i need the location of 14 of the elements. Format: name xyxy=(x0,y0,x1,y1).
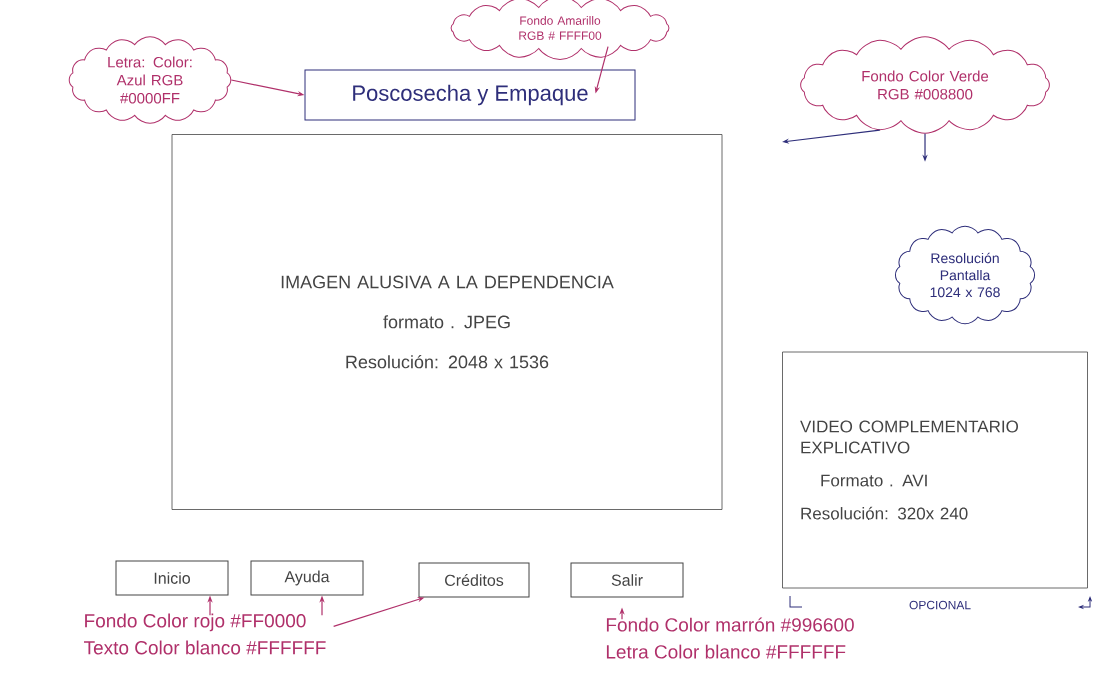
video-placeholder-box: VIDEO COMPLEMENTARIO EXPLICATIVO Formato . AVI Resolución: 320x 240 xyxy=(782,351,1088,589)
nav-button: Inicio xyxy=(115,560,229,596)
note-cloud: Resolución Pantalla 1024 x 768 xyxy=(895,225,1036,325)
note-cloud: Letra: Color: Azul RGB #0000FF xyxy=(68,36,232,124)
nav-button: Créditos xyxy=(418,562,530,598)
note-text: Fondo Color marrón #996600 Letra Color blanco #FFFFFF xyxy=(606,617,854,659)
note-cloud: Fondo Color Verde RGB #008800 xyxy=(800,36,1050,134)
image-placeholder-box: IMAGEN ALUSIVA A LA DEPENDENCIA formato . JPEG Resolución: 2048 x 1536 xyxy=(171,134,723,510)
note-text: Fondo Color rojo #FF0000 Texto Color blanco #FFFFFF xyxy=(84,613,326,655)
note-text: OPCIONAL xyxy=(909,600,971,610)
note-cloud: Fondo Amarillo RGB # FFFF00 xyxy=(450,0,670,61)
nav-button: Salir xyxy=(570,562,684,598)
title-box: Poscosecha y Empaque xyxy=(304,69,636,121)
nav-button: Ayuda xyxy=(250,560,364,596)
